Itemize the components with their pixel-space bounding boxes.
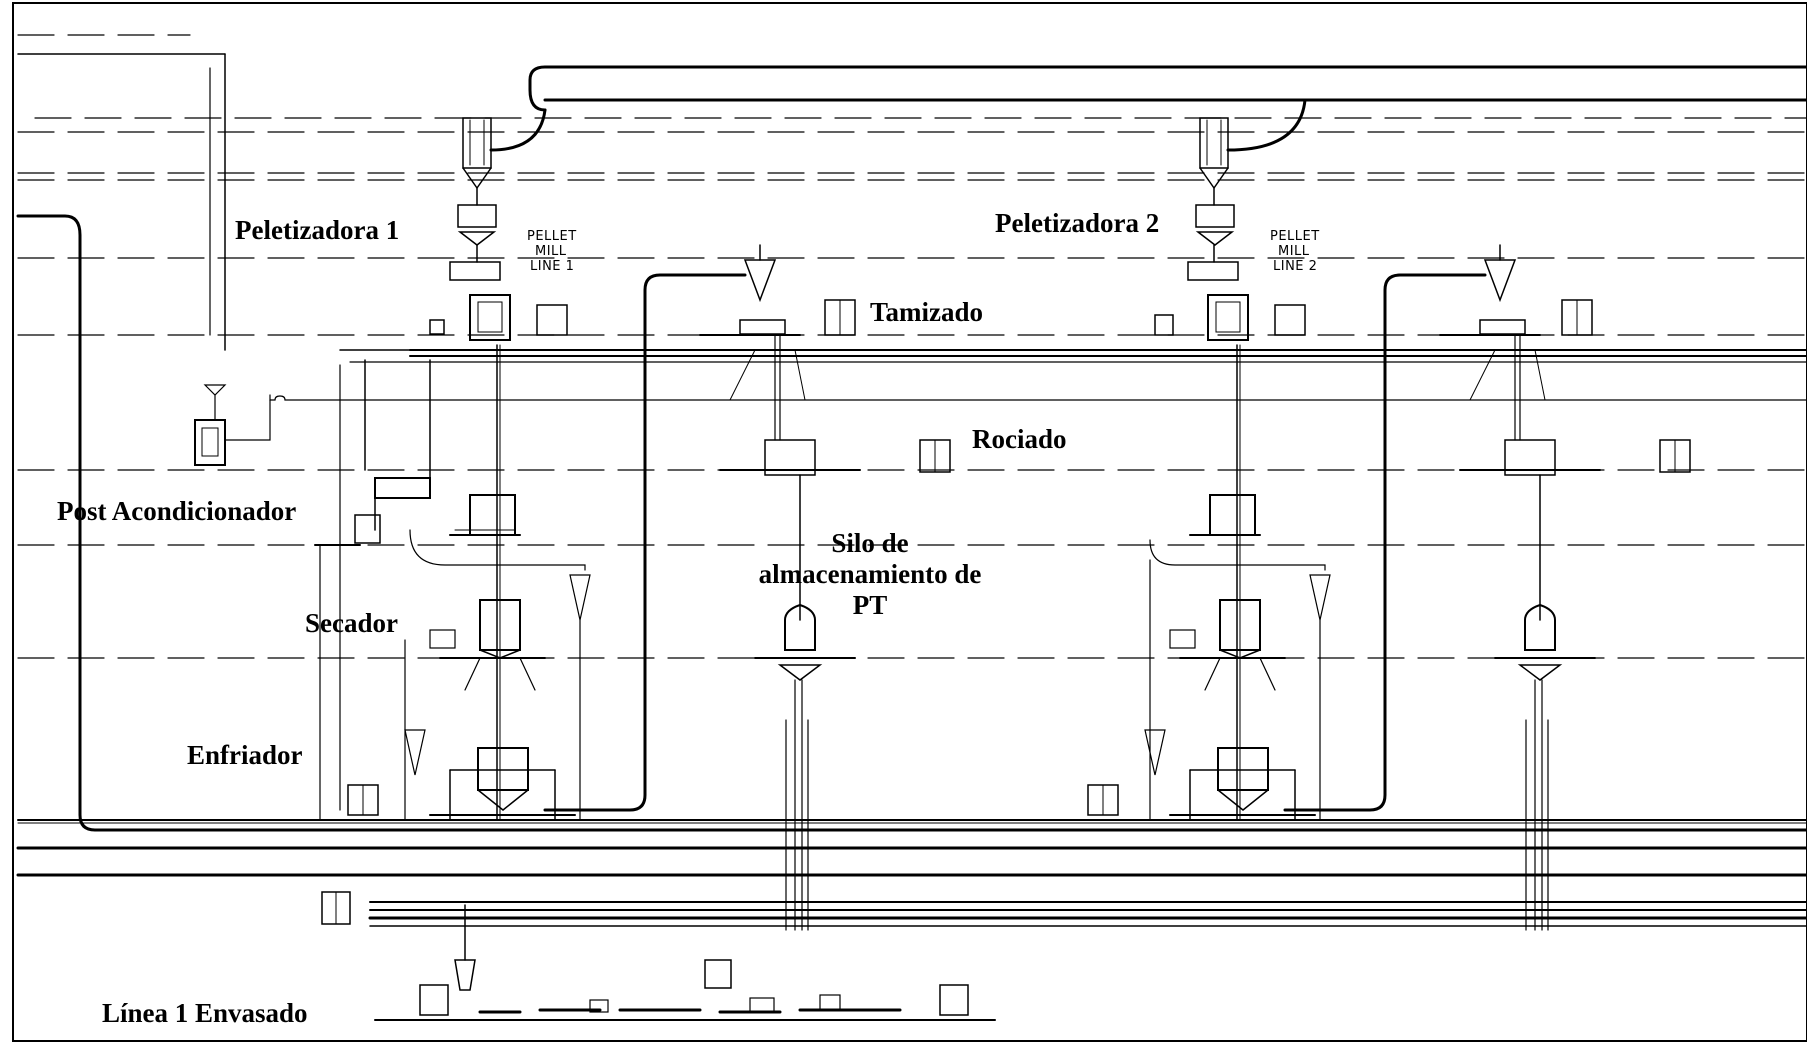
label-enfriador: Enfriador	[187, 740, 303, 770]
pellet-mill-1-line-c: LINE 1	[530, 259, 574, 274]
pellet-mill-1-cad-note: PELLET MILL LINE 1	[527, 229, 577, 274]
label-peletizadora-2: Peletizadora 2	[995, 208, 1160, 238]
pellet-mill-1-line-b: MILL	[535, 244, 567, 259]
pellet-mill-2-line-c: LINE 2	[1273, 259, 1317, 274]
label-silo-line-2: almacenamiento de	[758, 559, 982, 590]
label-silo-line-3: PT	[852, 590, 888, 621]
label-silo-line-1: Silo de	[831, 528, 909, 558]
pellet-mill-2-line-a: PELLET	[1270, 229, 1320, 244]
pellet-mill-2-cad-note: PELLET MILL LINE 2	[1270, 229, 1320, 274]
label-post-acondicionador: Post Acondicionador	[57, 496, 297, 526]
label-linea-1-envasado: Línea 1 Envasado	[102, 998, 308, 1028]
label-tamizado: Tamizado	[870, 297, 984, 327]
pellet-mill-1-line-a: PELLET	[527, 229, 577, 244]
pellet-mill-2-line-b: MILL	[1278, 244, 1310, 259]
dashed-reference-lines	[17, 34, 1807, 659]
label-peletizadora-1: Peletizadora 1	[235, 215, 400, 245]
label-silo-almacenamiento: Silo de almacenamiento de PT	[735, 528, 1005, 621]
label-secador: Secador	[305, 608, 398, 638]
label-rociado: Rociado	[972, 424, 1067, 454]
drawing-frame	[12, 2, 1807, 1042]
